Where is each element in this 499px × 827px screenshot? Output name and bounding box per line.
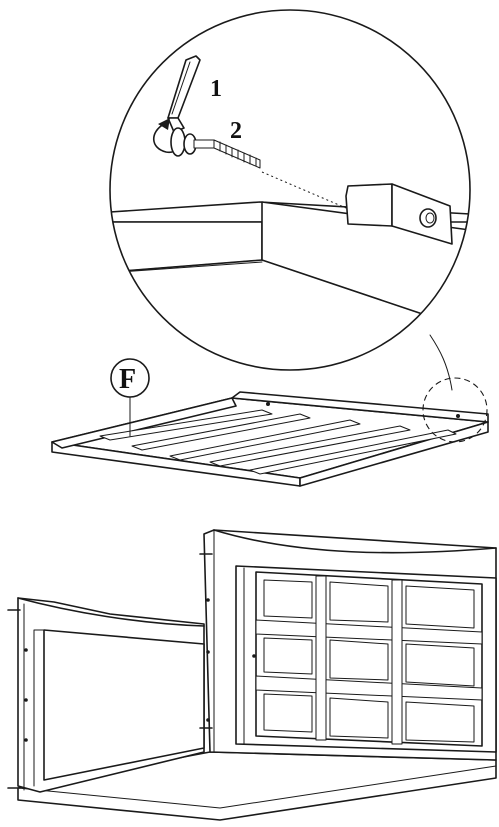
part-f-panel: F	[51, 358, 489, 487]
callout-step-2: 2	[230, 118, 242, 144]
panel-f-back-rail	[231, 391, 489, 423]
part-f-label: F	[119, 364, 136, 395]
detail-pointer	[429, 334, 453, 391]
allen-key-icon	[167, 55, 201, 133]
detail-panel-front	[110, 221, 263, 273]
detail-magnifier-circle	[109, 9, 471, 371]
detail-view: 1 2	[109, 9, 471, 391]
panel-f-left-rail	[51, 397, 237, 449]
insertion-guide-line	[261, 171, 347, 209]
bolt-icon	[170, 127, 261, 169]
panel-f-slats	[99, 409, 457, 475]
callout-step-1: 1	[210, 76, 222, 102]
cabinet-door-grid	[255, 571, 483, 747]
detail-cam-block	[345, 183, 393, 227]
cabinet-assembly	[7, 529, 497, 821]
corner-highlight-circle	[422, 377, 488, 443]
